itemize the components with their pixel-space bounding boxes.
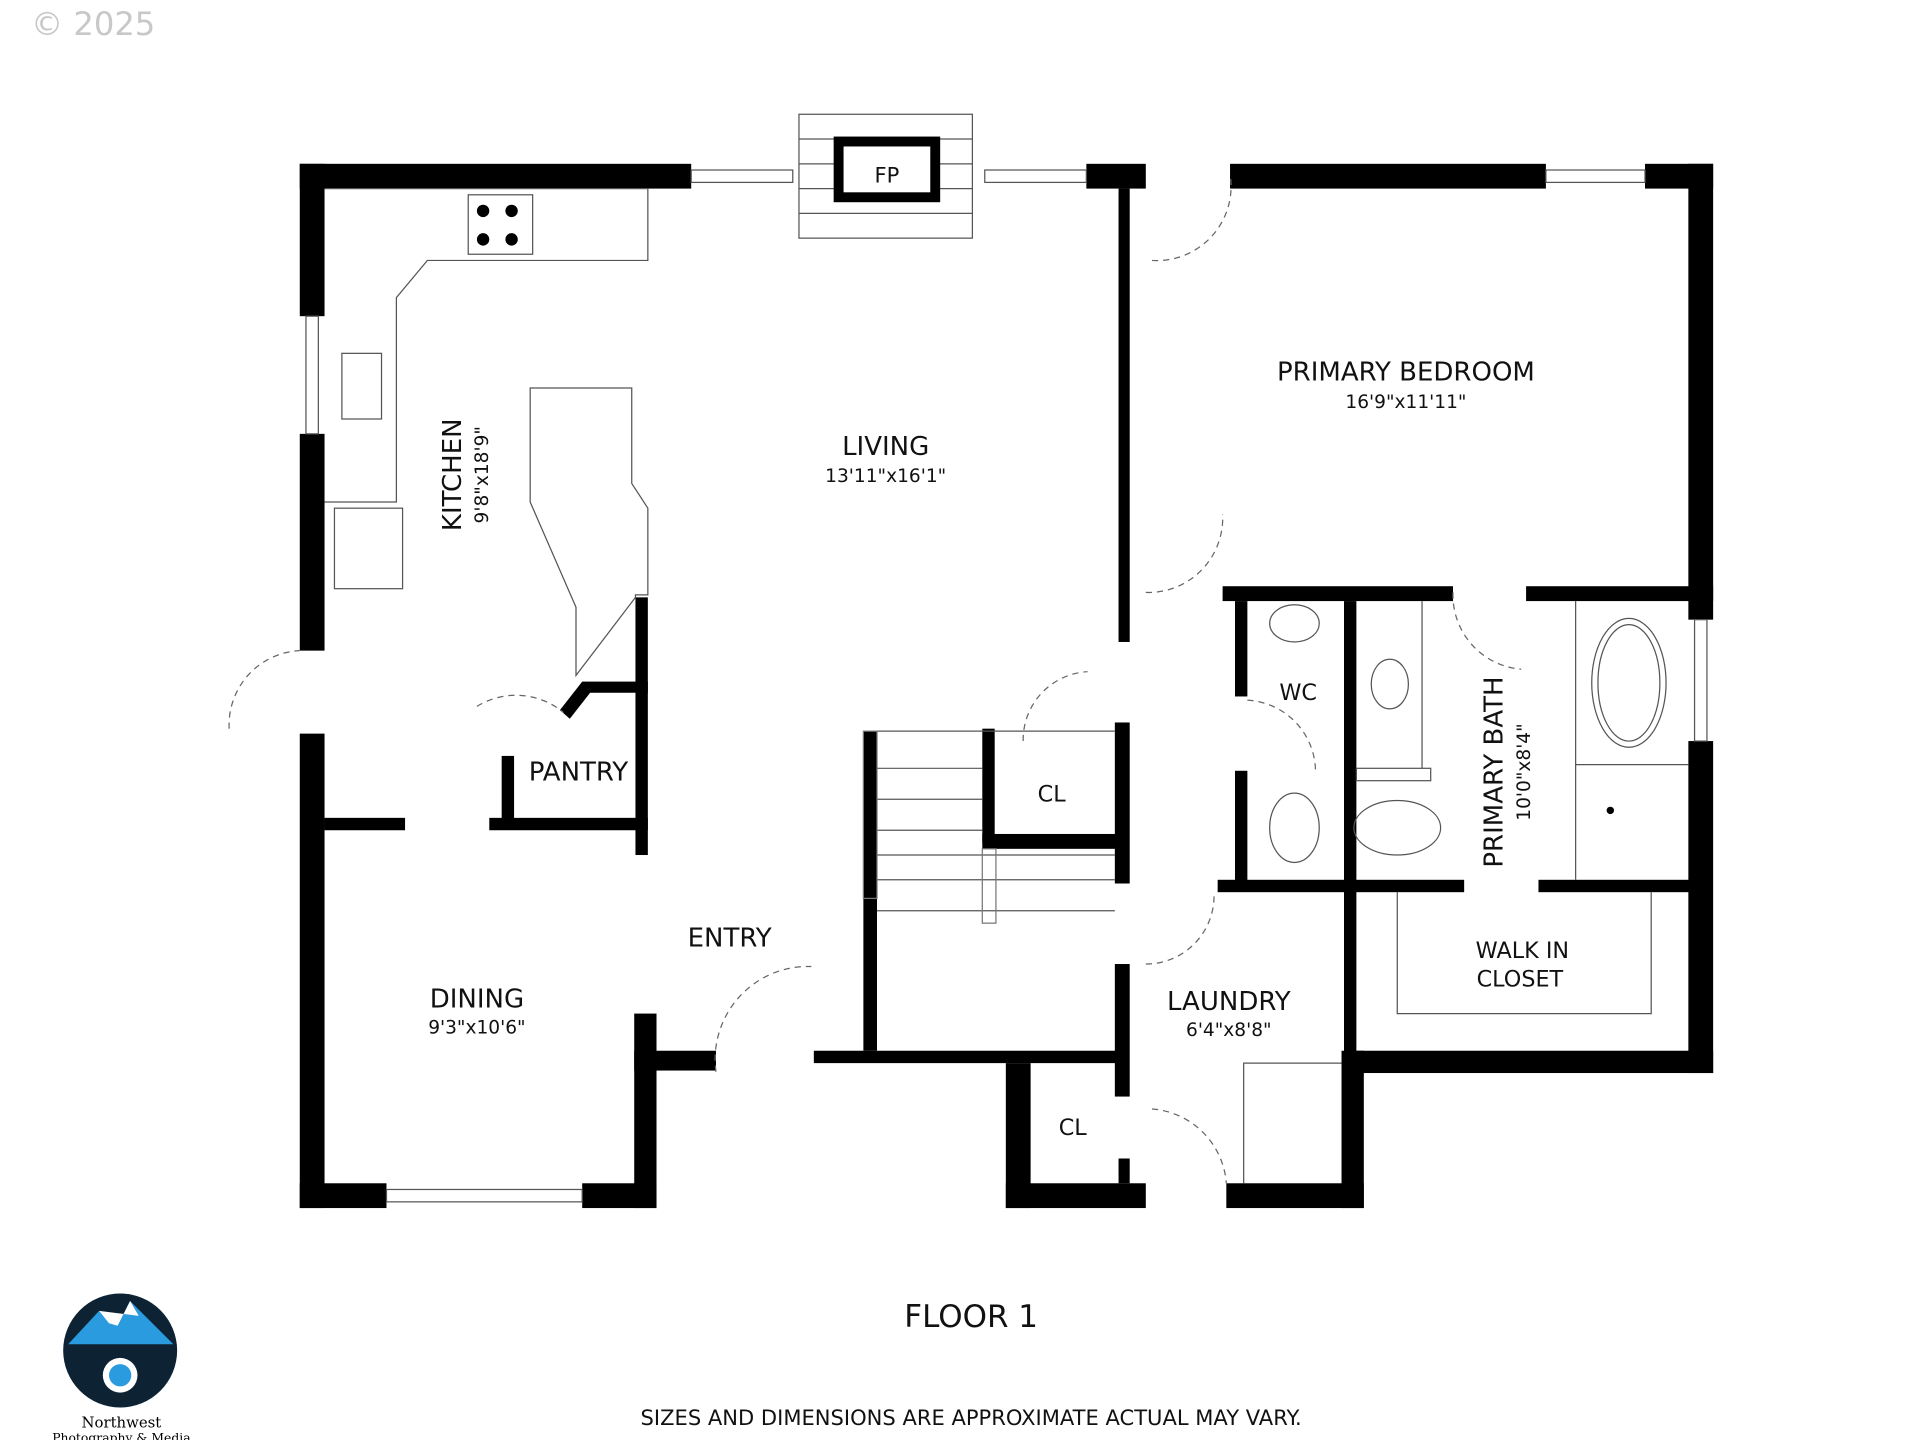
room-closet-2: CL xyxy=(1059,1115,1088,1141)
fixtures xyxy=(324,187,1689,1184)
room-labels: KITCHEN 9'8"x18'9" LIVING 13'11"x16'1" P… xyxy=(428,358,1569,1141)
floor-title: FLOOR 1 xyxy=(904,1299,1038,1335)
room-wc: WC xyxy=(1279,680,1317,706)
svg-text:PRIMARY BEDROOM: PRIMARY BEDROOM xyxy=(1277,358,1535,388)
svg-text:LAUNDRY: LAUNDRY xyxy=(1167,987,1291,1017)
door-swings xyxy=(228,173,1522,1184)
room-dining: DINING 9'3"x10'6" xyxy=(428,984,525,1038)
svg-text:6'4"x8'8": 6'4"x8'8" xyxy=(1186,1020,1272,1041)
walls xyxy=(299,163,1714,1209)
svg-text:LIVING: LIVING xyxy=(842,432,929,462)
fireplace: FP xyxy=(798,113,974,239)
svg-text:9'8"x18'9": 9'8"x18'9" xyxy=(472,426,493,523)
logo-name: Northwest xyxy=(82,1413,162,1431)
svg-text:9'3"x10'6": 9'3"x10'6" xyxy=(428,1017,525,1038)
room-living: LIVING 13'11"x16'1" xyxy=(825,432,946,487)
copyright: © 2025 xyxy=(31,5,155,43)
svg-text:CLOSET: CLOSET xyxy=(1477,966,1564,992)
fireplace-label: FP xyxy=(875,162,900,187)
disclaimer: SIZES AND DIMENSIONS ARE APPROXIMATE ACT… xyxy=(641,1405,1302,1430)
logo-tagline: Photography & Media xyxy=(52,1431,191,1440)
svg-text:16'9"x11'11": 16'9"x11'11" xyxy=(1345,392,1466,413)
svg-text:WALK IN: WALK IN xyxy=(1476,938,1569,964)
svg-text:10'0"x8'4": 10'0"x8'4" xyxy=(1514,723,1535,820)
svg-text:PRIMARY BATH: PRIMARY BATH xyxy=(1480,676,1510,867)
svg-text:KITCHEN: KITCHEN xyxy=(438,418,468,531)
room-pantry: PANTRY xyxy=(529,758,629,788)
room-entry: ENTRY xyxy=(688,924,772,954)
room-primary-bath: PRIMARY BATH 10'0"x8'4" xyxy=(1480,676,1535,867)
windows xyxy=(305,169,1708,1203)
room-laundry: LAUNDRY 6'4"x8'8" xyxy=(1167,987,1291,1041)
room-kitchen: KITCHEN 9'8"x18'9" xyxy=(438,418,493,531)
svg-text:13'11"x16'1": 13'11"x16'1" xyxy=(825,466,946,487)
room-walk-in-closet: WALK IN CLOSET xyxy=(1476,938,1569,992)
room-closet: CL xyxy=(1038,782,1067,808)
company-logo: Northwest Photography & Media xyxy=(52,1293,191,1440)
svg-text:DINING: DINING xyxy=(430,984,524,1014)
room-primary-bedroom: PRIMARY BEDROOM 16'9"x11'11" xyxy=(1277,358,1535,413)
